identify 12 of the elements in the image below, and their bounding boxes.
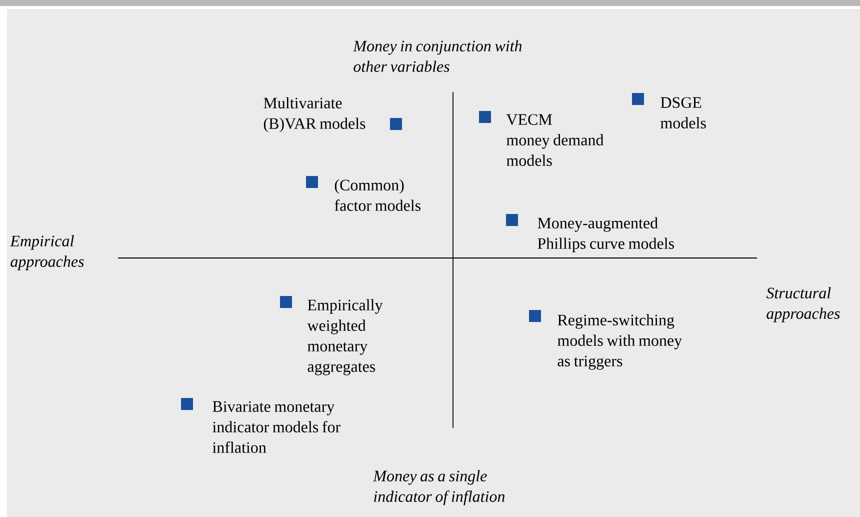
axis-label: Money as a single indicator of inflation — [373, 470, 505, 506]
model-label: VECM money demand models — [506, 114, 604, 166]
axis-label: Money in conjunction with other variables — [353, 40, 522, 72]
model-label: DSGE models — [660, 97, 706, 128]
model-label: (Common) factor models — [334, 179, 420, 211]
axis-label: Empirical approaches — [10, 235, 84, 270]
axis-label: Structural approaches — [766, 287, 840, 322]
model-label: Regime-switching models with money as triggers — [558, 314, 682, 370]
model-label: Bivariate monetary indicator models for inflation — [212, 401, 340, 453]
model-label: Empirically weighted monetary aggregates — [307, 299, 383, 376]
model-label: Money-augmented Phillips curve models — [538, 217, 674, 252]
model-label: Multivariate (B)VAR models — [264, 97, 366, 132]
